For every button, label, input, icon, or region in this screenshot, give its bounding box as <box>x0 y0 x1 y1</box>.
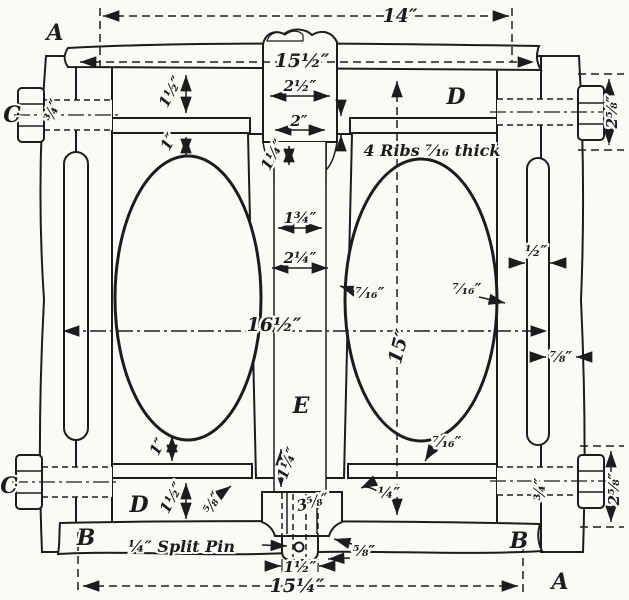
label-B-left: B <box>76 525 96 551</box>
dim-2-58-top: 2⅝″ <box>603 95 621 129</box>
label-D-top: D <box>445 84 465 110</box>
split-pin-leader <box>261 539 288 552</box>
openings <box>63 151 550 446</box>
dim-1-bottom: 1″ <box>146 435 170 459</box>
right-slot <box>526 157 550 446</box>
dim-half: ½″ <box>525 242 548 260</box>
dim-2half: 2½″ <box>283 77 317 95</box>
note-split-pin: ¼″ Split Pin <box>128 537 235 556</box>
central-stem <box>261 28 343 561</box>
dim-quarter: ¼″ <box>378 484 401 502</box>
dim-3quarter-right: ¾″ <box>531 478 549 501</box>
label-E: E <box>292 393 311 419</box>
bottom-rib-right <box>347 463 498 479</box>
dim-15quarter: 15¼″ <box>270 575 325 597</box>
dim-2-58-bottom: 2⅝″ <box>605 472 623 506</box>
dim-1half-top: 1½″ <box>155 73 186 111</box>
dimension-lines <box>63 8 624 594</box>
dim-58-bottom-left: ⅝″ <box>199 488 225 516</box>
bolts <box>12 85 610 510</box>
label-C-top: C <box>3 102 21 128</box>
dim-1half-pin: 1½″ <box>284 558 317 576</box>
dim-2: 2″ <box>289 112 307 130</box>
dim-716-right: ⁷⁄₁₆″ <box>453 280 482 298</box>
label-B-right: B <box>509 528 529 554</box>
bottom-rib-left <box>111 463 253 479</box>
top-rib-left <box>111 117 251 134</box>
top-rib-right <box>349 117 498 134</box>
dim-14: 14″ <box>383 5 418 27</box>
stem-rod <box>274 142 326 492</box>
left-oval-opening <box>113 154 263 442</box>
split-pin-hole <box>293 541 305 553</box>
dim-1-34: 1¾″ <box>284 209 317 227</box>
dim-2-14: 2¼″ <box>283 249 317 267</box>
left-slot <box>63 151 89 441</box>
label-A-bottom: A <box>549 569 568 595</box>
dim-58-pin: ⅝″ <box>353 542 376 560</box>
note-ribs: 4 Ribs ⁷⁄₁₆ thick <box>363 141 500 160</box>
stem-boss-break-hatch <box>266 30 304 42</box>
dim-716-left: ⁷⁄₁₆″ <box>356 284 385 302</box>
dim-15half: 15½″ <box>275 50 330 72</box>
label-C-bottom: C <box>0 473 18 499</box>
bolt-head-top-right <box>577 85 605 141</box>
dim-78: ⅞″ <box>550 348 573 366</box>
label-A-top: A <box>44 20 63 46</box>
dim-16half: 16½″ <box>247 314 302 336</box>
dim-716-bottom: ⁷⁄₁₆″ <box>433 433 462 451</box>
label-D-bottom: D <box>128 492 148 518</box>
dim-1half-bottom: 1½″ <box>156 479 187 517</box>
